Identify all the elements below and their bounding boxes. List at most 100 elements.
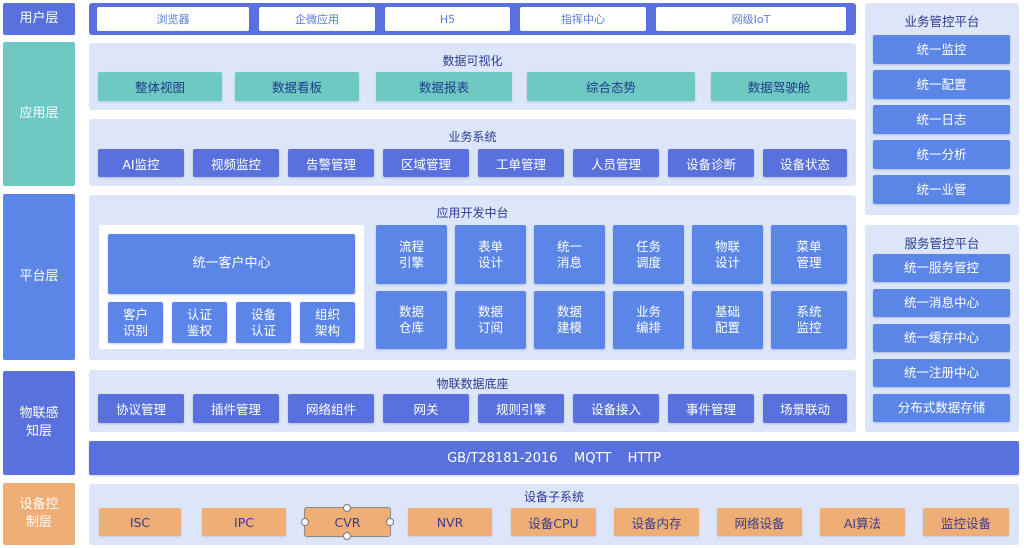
grid-label-2: 引擎 [398,254,424,270]
user-item-label: 指挥中心 [561,13,605,26]
biz-item-label: AI监控 [122,156,160,172]
sub-label-1: 设备 [250,306,276,322]
iot-item-label: 插件管理 [210,402,261,417]
biz-item-personnel: 人员管理 [573,149,659,177]
grid-label-2: 管理 [796,254,822,270]
user-item-label: 企微应用 [295,13,339,26]
biz-item-region: 区域管理 [383,149,469,177]
grid-label-2: 编排 [635,320,661,335]
svc-platform-label: 统一缓存中心 [903,330,979,345]
sub-label-1: 组织 [314,306,340,322]
biz-item-ai-monitor: AI监控 [98,149,184,177]
iot-item-protocol: 协议管理 [98,394,184,423]
sub-label-1: 客户 [122,306,148,322]
biz-platform-log: 统一日志 [873,105,1010,134]
grid-system-monitor: 系统监控 [771,291,847,349]
data-viz-panel: 数据可视化 整体视图 数据看板 数据报表 综合态势 数据驾驶舱 [89,43,856,110]
grid-task-schedule: 任务调度 [613,225,684,284]
svc-platform-cache: 统一缓存中心 [873,324,1010,352]
biz-platform-panel: 业务管控平台 统一监控 统一配置 统一日志 统一分析 统一业管 [865,3,1019,215]
biz-item-diagnosis: 设备诊断 [668,149,754,177]
customer-center-button: 统一客户中心 [108,234,355,294]
selection-handle-left[interactable] [301,518,309,526]
layer-label-iot: 物联感 知层 [3,371,75,475]
grid-label-2: 仓库 [398,320,424,335]
device-item-label: ISC [129,514,151,530]
device-item-label: 监控设备 [940,515,991,531]
svc-platform-label: 统一注册中心 [903,365,979,380]
device-item-cvr[interactable]: CVR [304,507,391,537]
selection-handle-top[interactable] [343,504,351,512]
grid-label-2: 订阅 [477,320,503,335]
grid-label-1: 数据 [477,304,503,319]
device-sub-title: 设备子系统 [523,490,584,504]
device-item-ai: AI算法 [820,508,905,536]
biz-item-label: 视频监控 [210,156,261,172]
grid-biz-orchestration: 业务编排 [613,291,684,349]
customer-center-box: 统一客户中心 客户识别 认证鉴权 设备认证 组织架构 [99,225,364,349]
svc-platform-panel: 服务管控平台 统一服务管控 统一消息中心 统一缓存中心 统一注册中心 分布式数据… [865,225,1019,432]
grid-workflow-engine: 流程引擎 [376,225,447,284]
user-layer-bar: 浏览器 企微应用 H5 指挥中心 网级IoT [89,3,856,35]
svc-platform-title: 服务管控平台 [904,236,980,251]
grid-label-2: 设计 [714,254,740,270]
biz-item-alarm: 告警管理 [288,149,374,177]
grid-data-warehouse: 数据仓库 [376,291,447,349]
grid-label-1: 菜单 [796,238,822,254]
device-item-monitor: 监控设备 [923,508,1009,536]
biz-platform-bizmgmt: 统一业管 [873,175,1010,204]
device-sub-panel: 设备子系统 ISC IPC CVR NVR 设备CPU 设备内存 网络设备 AI… [89,484,1019,545]
device-item-label: IPC [234,514,254,530]
sub-device-auth: 设备认证 [236,302,291,343]
layer-iot-text-1: 物联感 [19,406,59,421]
biz-item-label: 告警管理 [305,156,356,172]
device-item-ipc: IPC [202,508,286,536]
sub-label-2: 鉴权 [186,322,212,338]
biz-platform-label: 统一分析 [916,146,967,162]
layer-label-app: 应用层 [3,42,75,186]
viz-item-label: 数据看板 [271,80,322,95]
layer-app-text: 应用层 [19,106,59,121]
svc-platform-registry: 统一注册中心 [873,359,1010,387]
grid-label-1: 基础 [714,304,740,319]
biz-item-label: 人员管理 [590,156,641,172]
grid-label-2: 监控 [796,320,822,335]
biz-platform-monitor: 统一监控 [873,35,1010,64]
grid-label-1: 统一 [556,238,582,254]
grid-label-2: 调度 [635,254,661,270]
selection-handle-right[interactable] [386,518,394,526]
svc-platform-label: 统一服务管控 [903,260,979,275]
biz-item-video-monitor: 视频监控 [193,149,279,177]
grid-data-modeling: 数据建模 [534,291,605,349]
sub-label-1: 认证 [186,306,212,322]
iot-item-network: 网络组件 [288,394,374,423]
svc-platform-label: 统一消息中心 [903,295,979,310]
iot-item-label: 规则引擎 [495,402,546,417]
device-item-memory: 设备内存 [614,508,699,536]
iot-item-label: 场景联动 [779,402,830,417]
grid-data-subscribe: 数据订阅 [455,291,526,349]
sub-customer-identify: 客户识别 [108,302,163,343]
layer-platform-text: 平台层 [19,269,59,284]
device-item-label: CVR [334,514,361,530]
viz-item-label: 综合态势 [585,80,636,95]
selection-handle-bottom[interactable] [343,532,351,540]
viz-item-report: 数据报表 [376,72,512,101]
layer-device-text-2: 制层 [25,515,52,530]
app-dev-panel: 应用开发中台 统一客户中心 客户识别 认证鉴权 设备认证 组织架构 流程引擎 表… [89,195,856,360]
svc-platform-storage: 分布式数据存储 [873,394,1010,422]
iot-item-label: 设备接入 [590,402,641,417]
grid-iot-design: 物联设计 [692,225,763,284]
user-item-label: 浏览器 [156,13,190,26]
viz-item-cockpit: 数据驾驶舱 [711,72,847,101]
layer-label-platform: 平台层 [3,194,75,360]
svc-platform-label: 分布式数据存储 [897,400,986,415]
biz-item-status: 设备状态 [763,149,847,177]
viz-item-dashboard: 数据看板 [235,72,359,101]
user-item-h5: H5 [385,7,510,31]
iot-item-label: 协议管理 [115,402,166,417]
iot-item-scene: 场景联动 [763,394,847,423]
biz-platform-label: 统一监控 [916,41,967,57]
biz-platform-config: 统一配置 [873,70,1010,99]
iot-base-panel: 物联数据底座 协议管理 插件管理 网络组件 网关 规则引擎 设备接入 事件管理 … [89,370,856,432]
